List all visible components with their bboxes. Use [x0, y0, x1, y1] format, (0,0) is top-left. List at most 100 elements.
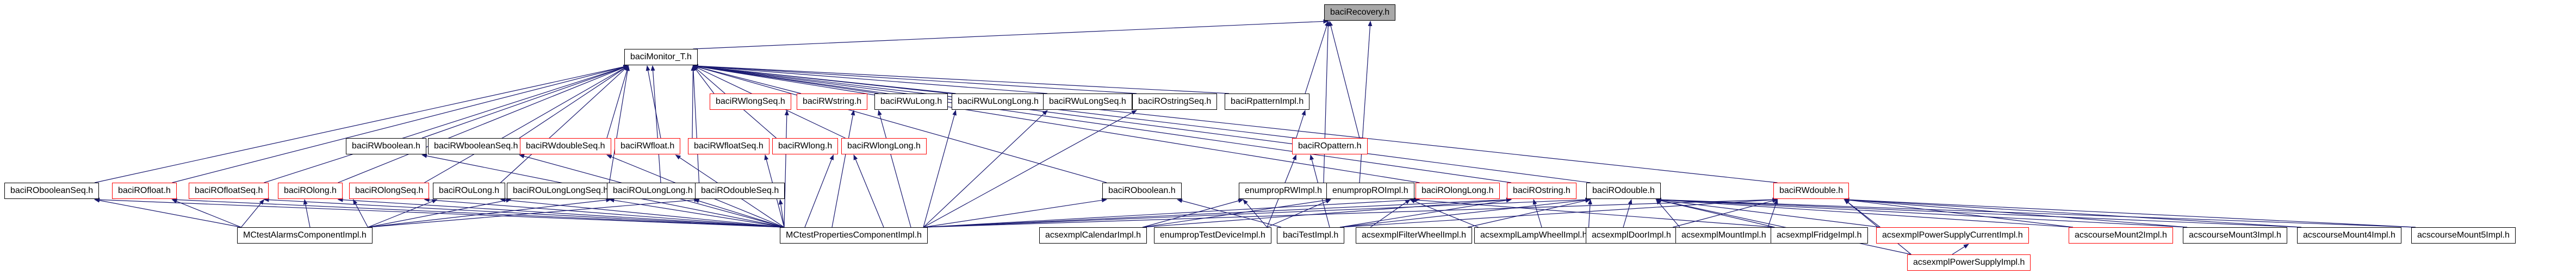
graph-node-mctestalarms[interactable]: MCtestAlarmsComponentImpl.h: [237, 227, 373, 244]
include-edge: [784, 110, 789, 228]
graph-node-roulonglongseq[interactable]: baciROuLongLongSeq.h: [507, 183, 614, 199]
graph-node-rodouble[interactable]: baciROdouble.h: [1586, 183, 1661, 199]
graph-node-rwstring[interactable]: baciRWstring.h: [797, 94, 868, 110]
graph-node-mctestprops[interactable]: MCtestPropertiesComponentImpl.h: [780, 227, 928, 244]
graph-node-rwdouble[interactable]: baciRWdouble.h: [1773, 183, 1849, 199]
graph-node-rolong[interactable]: baciROlong.h: [278, 183, 343, 199]
include-edge: [338, 65, 629, 183]
graph-node-enumtestdev[interactable]: enumpropTestDeviceImpl.h: [1154, 227, 1271, 244]
include-edge: [1177, 198, 1282, 228]
include-edge: [1655, 197, 2188, 228]
include-edge: [923, 197, 1778, 228]
include-edge: [692, 64, 1420, 183]
graph-node-mount5[interactable]: acscourseMount5Impl.h: [2411, 227, 2516, 244]
include-edge: [1655, 198, 1911, 255]
include-edge: [1329, 21, 1360, 139]
include-edge: [1532, 199, 1542, 228]
include-edge: [1843, 197, 2302, 228]
graph-node-rwulonglong[interactable]: baciRWuLongLong.h: [952, 94, 1045, 110]
graph-node-rostring[interactable]: baciROstring.h: [1507, 183, 1576, 199]
include-edge: [1843, 197, 2188, 228]
graph-node-rwbooleanseq[interactable]: baciRWbooleanSeq.h: [428, 138, 524, 154]
include-edge: [693, 198, 785, 228]
graph-node-rwfloat[interactable]: baciRWfloat.h: [614, 138, 681, 154]
include-edge: [500, 197, 785, 228]
graph-node-fridge[interactable]: acsexmplFridgeImpl.h: [1771, 227, 1868, 244]
include-edge: [172, 65, 629, 183]
graph-node-monitor[interactable]: baciMonitor_T.h: [624, 49, 698, 65]
include-edge: [923, 197, 1591, 228]
graph-node-mount4[interactable]: acscourseMount4Impl.h: [2297, 227, 2401, 244]
include-edge: [1339, 197, 1778, 228]
graph-node-rpatternimpl[interactable]: baciRpatternImpl.h: [1225, 94, 1310, 110]
graph-node-mount2[interactable]: acscourseMount2Impl.h: [2069, 227, 2173, 244]
graph-node-enumproprw[interactable]: enumpropRWImpl.h: [1239, 183, 1328, 199]
include-edge: [1843, 198, 2074, 228]
include-edge: [692, 65, 802, 94]
graph-node-bacitest[interactable]: baciTestImpl.h: [1277, 227, 1345, 244]
include-edge: [691, 65, 696, 139]
graph-node-robooleanseq[interactable]: baciRObooleanSeq.h: [4, 183, 100, 199]
include-edge: [1142, 198, 1331, 228]
include-edge: [1142, 198, 1244, 228]
include-edge: [923, 110, 957, 228]
include-edge: [352, 199, 369, 228]
graph-node-rostringseq[interactable]: baciROstringSeq.h: [1132, 94, 1218, 110]
include-edge: [691, 65, 700, 183]
graph-node-rwfloatseq[interactable]: baciRWfloatSeq.h: [688, 138, 769, 154]
include-edge: [1655, 197, 2416, 228]
graph-node-calendar[interactable]: acsexmplCalendarImpl.h: [1039, 227, 1147, 244]
graph-node-rwboolean[interactable]: baciRWboolean.h: [346, 138, 427, 154]
include-edge: [1267, 199, 1331, 228]
include-edge: [1295, 110, 1306, 139]
graph-node-door[interactable]: acsexmplDoorImpl.h: [1586, 227, 1677, 244]
include-edge: [1339, 198, 1512, 228]
include-edge: [692, 64, 1230, 94]
graph-node-psimpl[interactable]: acsexmplPowerSupplyImpl.h: [1907, 254, 2031, 271]
graph-node-roulong[interactable]: baciROuLong.h: [433, 183, 506, 199]
include-edge: [171, 199, 241, 228]
graph-node-enumpropro[interactable]: enumpropROImpl.h: [1326, 183, 1414, 199]
graph-node-rwlongseq[interactable]: baciRWlongSeq.h: [710, 94, 791, 110]
graph-node-rofloatseq[interactable]: baciROfloatSeq.h: [189, 183, 269, 199]
include-edge: [1623, 199, 1632, 228]
include-edge: [606, 65, 629, 139]
include-edge: [923, 197, 1512, 228]
graph-node-rolongseq[interactable]: baciROlongSeq.h: [349, 183, 430, 199]
include-edge: [923, 110, 1048, 228]
include-edge: [94, 198, 241, 228]
include-edge: [241, 199, 265, 228]
include-edge: [609, 198, 785, 228]
graph-node-lampwheel[interactable]: acsexmplLampWheelImpl.h: [1474, 227, 1593, 244]
graph-node-rwlong[interactable]: baciRWlong.h: [772, 138, 839, 154]
include-edge: [500, 65, 629, 183]
graph-node-rwlonglong[interactable]: baciRWlongLong.h: [841, 138, 927, 154]
include-edge: [609, 65, 630, 183]
include-edge: [1410, 199, 1479, 228]
graph-node-roulonglong[interactable]: baciROuLongLong.h: [607, 183, 699, 199]
include-edge: [1305, 21, 1329, 94]
graph-node-rwdoubleseq[interactable]: baciRWdoubleSeq.h: [520, 138, 611, 154]
graph-node-rwulong[interactable]: baciRWuLong.h: [874, 94, 948, 110]
graph-node-roboolean[interactable]: baciROboolean.h: [1102, 183, 1182, 199]
include-edge: [804, 154, 834, 228]
graph-node-mount[interactable]: acsexmplMountImpl.h: [1675, 227, 1772, 244]
graph-node-filterwheel[interactable]: acsexmplFilterWheelImpl.h: [1356, 227, 1473, 244]
graph-node-recovery: baciRecovery.h: [1324, 4, 1396, 21]
include-edge: [692, 64, 1512, 183]
graph-node-rolonglong[interactable]: baciROlongLong.h: [1416, 183, 1500, 199]
graph-node-ropattern[interactable]: baciROpattern.h: [1292, 138, 1368, 154]
graph-node-rodoubleseq[interactable]: baciROdoubleSeq.h: [695, 183, 785, 199]
graph-node-pscurrent[interactable]: acsexmplPowerSupplyCurrentImpl.h: [1876, 227, 2029, 244]
include-edge: [263, 197, 785, 228]
include-edge: [1655, 197, 2074, 228]
graph-node-rwulongseq[interactable]: baciRWuLongSeq.h: [1043, 94, 1132, 110]
include-edge: [645, 65, 661, 139]
include-edge: [424, 197, 785, 228]
graph-node-rofloat[interactable]: baciROfloat.h: [112, 183, 177, 199]
include-edge: [692, 64, 1591, 183]
include-edge: [1359, 21, 1373, 183]
graph-node-mount3[interactable]: acscourseMount3Impl.h: [2183, 227, 2287, 244]
include-edge: [1655, 198, 1775, 228]
